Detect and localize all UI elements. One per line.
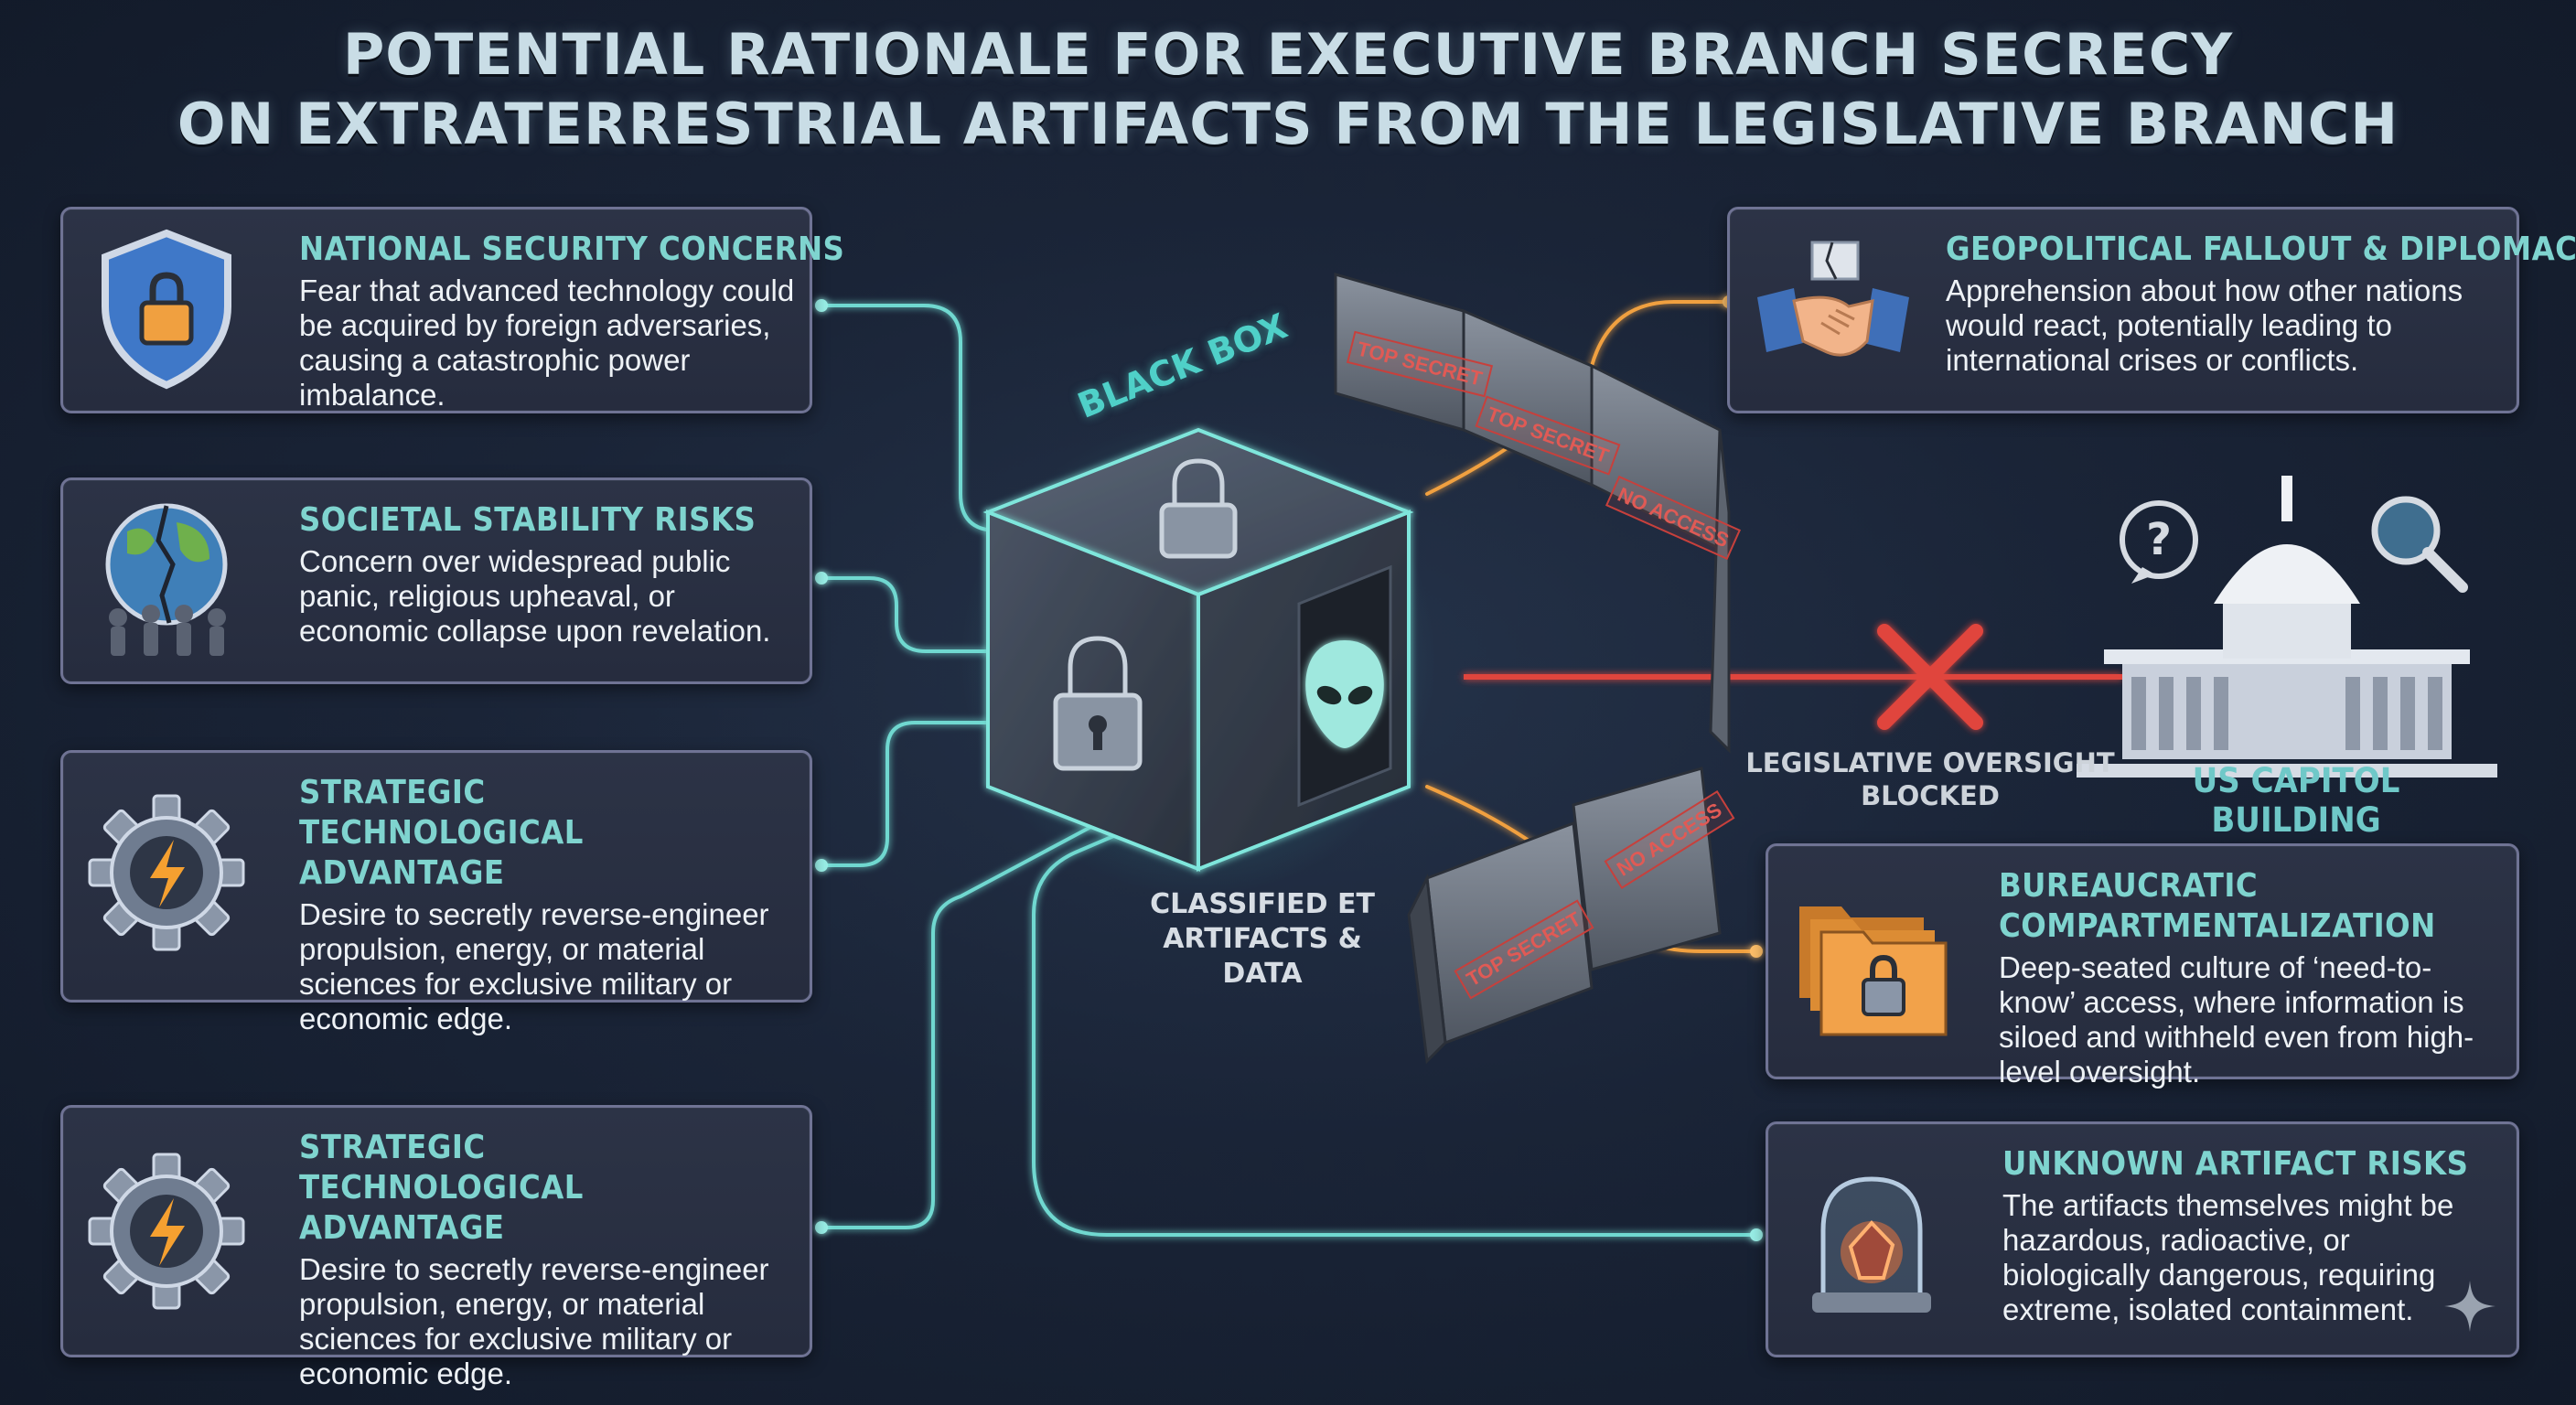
- padlock-top-icon: [1159, 458, 1238, 559]
- black-box-cube: [961, 421, 1436, 896]
- card-title: BUREAUCRATIC COMPARTMENTALIZATION: [1999, 867, 2436, 945]
- svg-text:?: ?: [2146, 514, 2172, 565]
- teal-wires: [820, 304, 1758, 1237]
- glowing-artifact-dome-icon: [1812, 1176, 1931, 1313]
- shield-lock-icon: [102, 229, 231, 390]
- barrier-walls: [1334, 273, 1731, 1065]
- card-title: SOCIETAL STABILITY RISKS: [299, 501, 757, 539]
- wire-strategic-2: [820, 821, 1100, 1229]
- card-title: NATIONAL SECURITY CONCERNS: [299, 231, 845, 268]
- wire-national-security: [820, 304, 1063, 532]
- card-title: GEOPOLITICAL FALLOUT & DIPLOMACY: [1946, 231, 2576, 268]
- sparkle-icon: [2444, 1281, 2496, 1332]
- handshake-icon: [1757, 241, 1909, 357]
- card-societal-stability: SOCIETAL STABILITY RISKS Concern over wi…: [60, 477, 812, 684]
- legislative-oversight-blocked-label: LEGISLATIVE OVERSIGHT BLOCKED: [1745, 747, 2115, 811]
- locked-folders-icon: [1799, 906, 1948, 1036]
- wire-dots: [815, 299, 1763, 1241]
- card-bureaucratic-compartmentalization: BUREAUCRATIC COMPARTMENTALIZATION Deep-s…: [1766, 843, 2519, 1089]
- page-title: POTENTIAL RATIONALE FOR EXECUTIVE BRANCH…: [0, 20, 2576, 159]
- card-title: STRATEGIC TECHNOLOGICAL ADVANTAGE: [299, 1129, 584, 1247]
- wire-artifact: [1032, 821, 1758, 1237]
- card-description: Fear that advanced technology could be a…: [299, 273, 795, 412]
- card-description: The artifacts themselves might be hazard…: [2002, 1188, 2454, 1326]
- card-description: Concern over widespread public panic, re…: [299, 544, 771, 648]
- card-description: Desire to secretly reverse-engineer prop…: [299, 897, 769, 1035]
- padlock-front-icon: [1053, 636, 1143, 771]
- blocked-x-icon: [1877, 624, 1983, 730]
- magnifier-icon: [2371, 496, 2468, 593]
- card-description: Desire to secretly reverse-engineer prop…: [299, 1252, 769, 1390]
- card-geopolitical-fallout: GEOPOLITICAL FALLOUT & DIPLOMACY Apprehe…: [1727, 207, 2576, 413]
- wire-strategic-1: [820, 721, 1063, 867]
- card-national-security: NATIONAL SECURITY CONCERNS Fear that adv…: [60, 207, 845, 413]
- gear-lightning-icon: [88, 794, 245, 951]
- capitol-building-icon: [2077, 476, 2497, 778]
- blocked-line: [1464, 624, 2122, 730]
- cracked-globe-crowd-icon: [105, 503, 228, 656]
- wire-societal: [820, 576, 1063, 653]
- card-strategic-advantage-1: STRATEGIC TECHNOLOGICAL ADVANTAGE Desire…: [60, 750, 812, 1035]
- alien-head-icon: [1305, 640, 1384, 748]
- title-line-1: POTENTIAL RATIONALE FOR EXECUTIVE BRANCH…: [342, 21, 2234, 88]
- title-line-2: ON EXTRATERRESTRIAL ARTIFACTS FROM THE L…: [177, 91, 2399, 157]
- gear-lightning-icon: [88, 1153, 245, 1310]
- question-mark-icon: ?: [2120, 500, 2198, 584]
- classified-artifacts-caption: CLASSIFIED ET ARTIFACTS & DATA: [1150, 888, 1375, 990]
- card-title: STRATEGIC TECHNOLOGICAL ADVANTAGE: [299, 774, 584, 892]
- card-description: Apprehension about how other nations wou…: [1946, 273, 2463, 377]
- capitol-building-label: US CAPITOL BUILDING: [2192, 761, 2400, 840]
- card-strategic-advantage-2: STRATEGIC TECHNOLOGICAL ADVANTAGE Desire…: [60, 1105, 812, 1390]
- card-unknown-artifact-risks: UNKNOWN ARTIFACT RISKS The artifacts the…: [1766, 1121, 2519, 1357]
- card-description: Deep-seated culture of ‘need-to-know’ ac…: [1999, 950, 2474, 1089]
- card-title: UNKNOWN ARTIFACT RISKS: [2002, 1145, 2469, 1183]
